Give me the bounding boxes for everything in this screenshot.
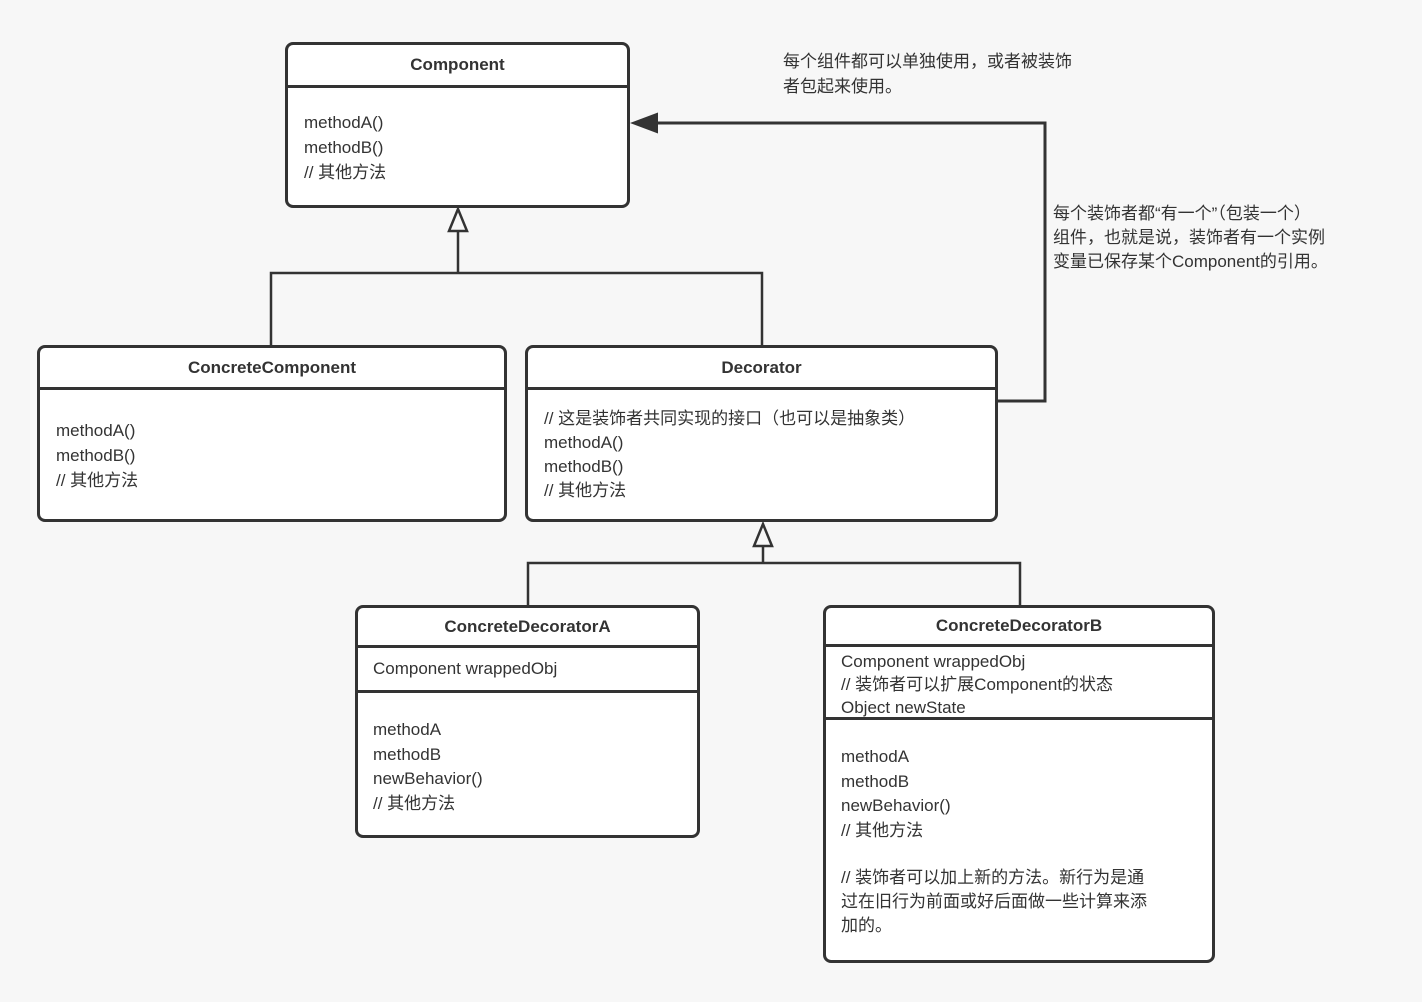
method-line: methodA [841, 747, 910, 766]
annotation-line: 者包起来使用。 [783, 76, 902, 96]
class-box-concrete-decorator-a: ConcreteDecoratorA Component wrappedObj … [355, 605, 700, 838]
note-line: // 装饰者可以加上新的方法。新行为是通 [841, 868, 1145, 887]
method-line: methodA() [304, 113, 384, 132]
annotation-line: 组件，也就是说，装饰者有一个实例 [1053, 228, 1325, 247]
class-title: Component [288, 45, 627, 88]
class-title: ConcreteDecoratorB [826, 608, 1212, 647]
note-line: 加的。 [841, 916, 892, 935]
method-line: methodB() [544, 457, 624, 476]
class-box-concrete-decorator-b: ConcreteDecoratorB Component wrappedObj … [823, 605, 1215, 963]
annotation-line: 每个装饰者都“有一个”（包装一个） [1053, 204, 1311, 223]
class-fields-section: Component wrappedObj // 装饰者可以扩展Component… [826, 647, 1212, 720]
inheritance-triangle-icon [752, 520, 774, 548]
class-box-component: Component methodA() methodB() // 其他方法 [285, 42, 630, 208]
inheritance-triangle-icon [447, 205, 469, 233]
method-line: methodB() [304, 138, 384, 157]
class-methods-section: // 这是装饰者共同实现的接口（也可以是抽象类） methodA() metho… [528, 390, 995, 503]
inheritance-connector-decorator [526, 520, 1022, 605]
method-line: newBehavior() [841, 796, 951, 815]
note-line: 过在旧行为前面或好后面做一些计算来添 [841, 892, 1147, 911]
method-line: // 其他方法 [373, 793, 456, 813]
annotation-line: 每个组件都可以单独使用，或者被装饰 [783, 52, 1072, 71]
field-line: Object newState [841, 698, 966, 717]
method-line: methodA [373, 720, 442, 739]
association-arrowhead-icon [630, 112, 658, 134]
field-line: Component wrappedObj [373, 659, 558, 678]
method-line: methodA() [544, 433, 624, 452]
class-title: ConcreteDecoratorA [358, 608, 697, 648]
field-line: Component wrappedObj [841, 652, 1026, 671]
annotation-decorator-note: 每个装饰者都“有一个”（包装一个） 组件，也就是说，装饰者有一个实例 变量已保存… [1053, 202, 1328, 274]
inheritance-connector-component [269, 205, 764, 345]
method-line: // 这是装饰者共同实现的接口（也可以是抽象类） [544, 409, 916, 428]
method-line: // 其他方法 [544, 481, 627, 500]
method-line: methodB() [56, 446, 136, 465]
class-fields-section: Component wrappedObj [358, 648, 697, 693]
annotation-component-note: 每个组件都可以单独使用，或者被装饰 者包起来使用。 [783, 50, 1072, 99]
method-line: methodB [373, 744, 442, 764]
class-title: ConcreteComponent [40, 348, 504, 390]
method-line: // 其他方法 [304, 163, 387, 182]
class-methods-section: methodA methodB newBehavior() // 其他方法 //… [826, 720, 1212, 938]
class-title: Decorator [528, 348, 995, 390]
method-line: methodB [841, 771, 910, 791]
class-box-concrete-component: ConcreteComponent methodA() methodB() //… [37, 345, 507, 522]
annotation-line: 变量已保存某个Component的引用。 [1053, 252, 1328, 271]
field-line: // 装饰者可以扩展Component的状态 [841, 675, 1114, 694]
class-note: // 装饰者可以加上新的方法。新行为是通 过在旧行为前面或好后面做一些计算来添 … [841, 866, 1200, 938]
class-methods-section: methodA() methodB() // 其他方法 [288, 88, 627, 185]
method-line: methodA() [56, 421, 136, 440]
class-methods-section: methodA() methodB() // 其他方法 [40, 390, 504, 493]
class-box-decorator: Decorator // 这是装饰者共同实现的接口（也可以是抽象类） metho… [525, 345, 998, 522]
class-methods-section: methodA methodB newBehavior() // 其他方法 [358, 693, 697, 816]
method-line: newBehavior() [373, 769, 483, 788]
method-line: // 其他方法 [56, 471, 139, 490]
association-connector-has-a [630, 112, 1047, 403]
method-line: // 其他方法 [841, 820, 924, 840]
